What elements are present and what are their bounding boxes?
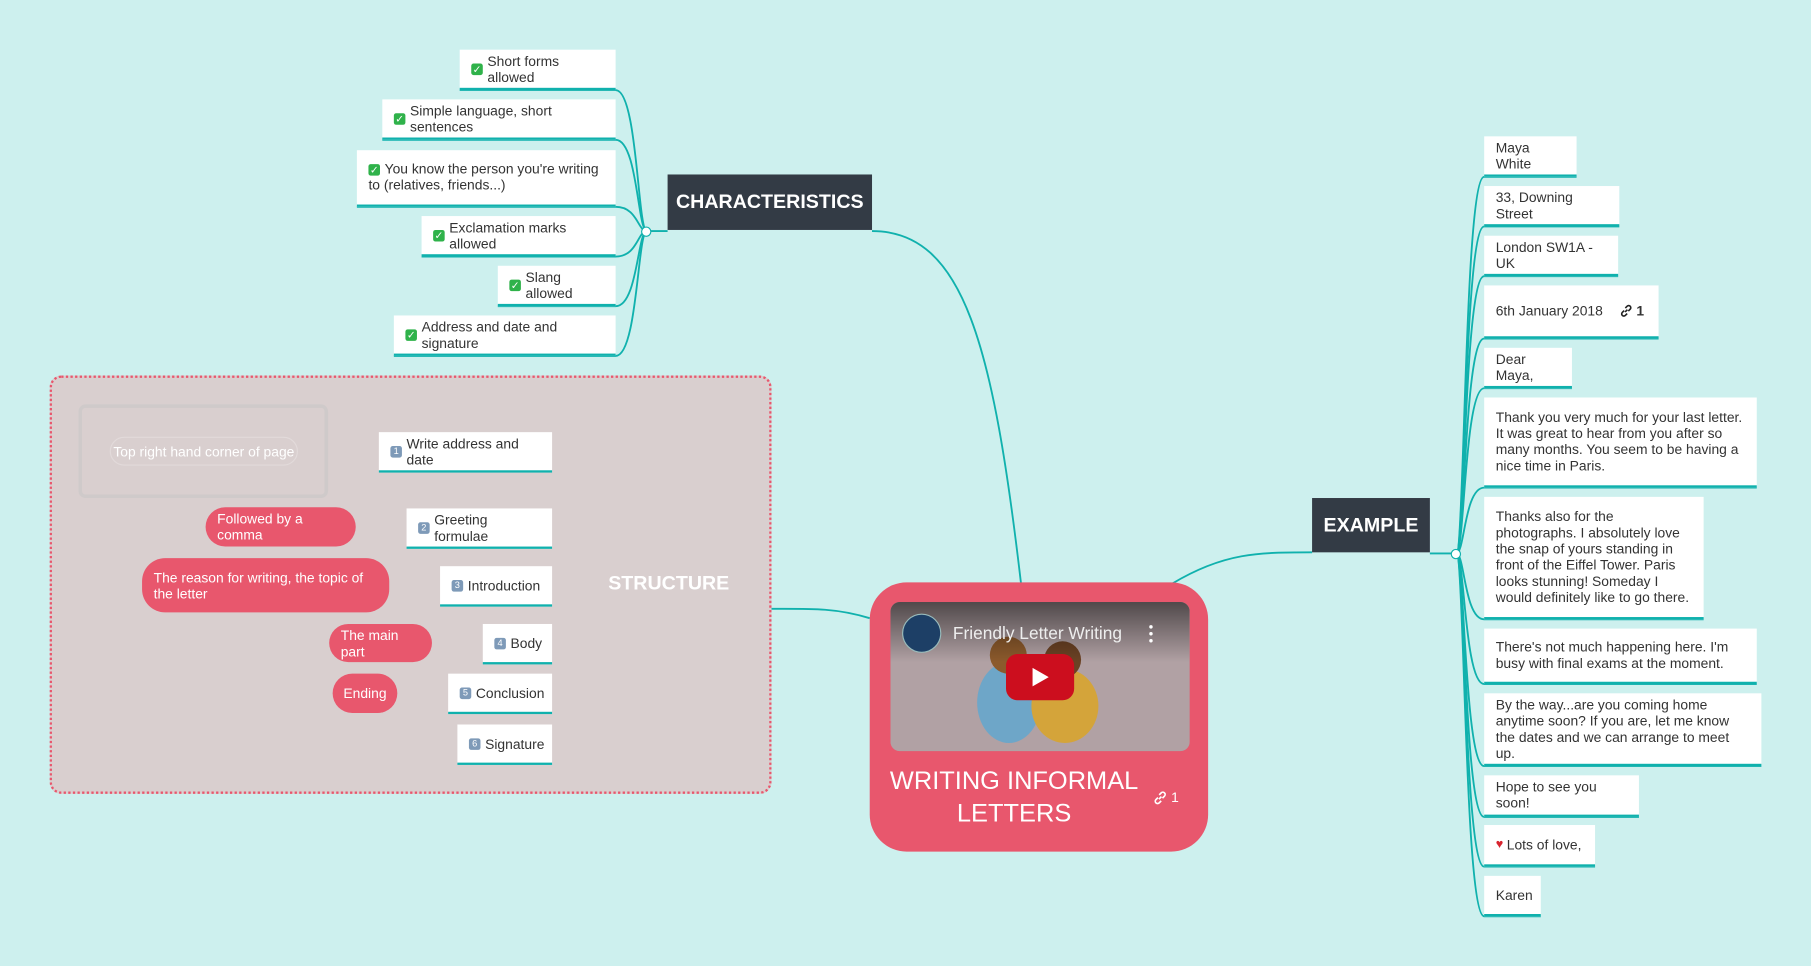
example-paragraph[interactable]: Thank you very much for your last letter… (1484, 397, 1757, 488)
example-label: EXAMPLE (1323, 513, 1419, 536)
address-note-box[interactable] (78, 404, 329, 499)
structure-step-label: Introduction (467, 577, 541, 594)
check-icon: ✓ (471, 62, 483, 75)
example-line-date[interactable]: 6th January 2018 1 (1484, 285, 1659, 339)
number-four-icon: 4 (494, 637, 506, 649)
central-title: WRITING INFORMAL LETTERS (889, 766, 1139, 828)
structure-label: STRUCTURE (608, 571, 730, 594)
check-icon: ✓ (405, 328, 417, 341)
number-six-icon: 6 (468, 737, 481, 750)
number-three-icon: 3 (451, 579, 464, 592)
body-note[interactable]: The main part (329, 623, 432, 663)
video-title[interactable]: Friendly Letter Writing (952, 623, 1123, 644)
number-five-icon: 5 (459, 686, 472, 699)
example-line[interactable]: Maya White (1484, 136, 1577, 177)
check-icon: ✓ (368, 163, 380, 176)
structure-step-4[interactable]: 4 Body (482, 623, 553, 665)
number-one-icon: 1 (390, 445, 402, 458)
link-count: 1 (1171, 789, 1179, 806)
example-line[interactable]: Karen (1484, 875, 1541, 917)
number-two-icon: 2 (418, 521, 430, 534)
introduction-note[interactable]: The reason for writing, the topic of the… (142, 558, 390, 613)
example-line[interactable]: London SW1A - UK (1484, 235, 1619, 277)
structure-step-2[interactable]: 2 Greeting formulae (406, 508, 553, 549)
link-count: 1 (1636, 302, 1645, 319)
structure-topic[interactable]: STRUCTURE (595, 566, 743, 601)
link-icon[interactable]: 1 (1619, 303, 1644, 319)
characteristics-junction[interactable] (641, 226, 652, 237)
example-paragraph[interactable]: By the way...are you coming home anytime… (1484, 693, 1762, 767)
check-icon: ✓ (433, 229, 445, 241)
heart-icon: ♥ (1495, 837, 1504, 852)
link-icon (1154, 790, 1166, 804)
central-link-indicator[interactable]: 1 (1153, 789, 1179, 805)
characteristic-item[interactable]: ✓Short forms allowed (459, 49, 616, 91)
characteristic-item[interactable]: ✓Exclamation marks allowed (421, 216, 616, 257)
example-line[interactable]: 33, Downing Street (1484, 186, 1620, 227)
structure-step-label: Body (510, 634, 543, 652)
central-topic[interactable]: Friendly Letter Writing WRITING INFORMAL… (869, 582, 1209, 852)
structure-step-label: Signature (485, 735, 545, 752)
example-paragraph[interactable]: Thanks also for the photographs. I absol… (1484, 496, 1704, 620)
example-line[interactable]: ♥Lots of love, (1484, 825, 1596, 867)
characteristic-item[interactable]: ✓Address and date and signature (393, 315, 616, 356)
example-line[interactable]: Hope to see you soon! (1484, 775, 1639, 817)
greeting-note[interactable]: Followed by a comma (205, 507, 356, 547)
channel-avatar[interactable] (902, 613, 942, 653)
example-line[interactable]: Dear Maya, (1484, 347, 1572, 389)
characteristic-item[interactable]: ✓You know the person you're writing to (… (356, 150, 616, 207)
example-junction[interactable] (1450, 548, 1462, 560)
example-paragraph[interactable]: There's not much happening here. I'm bus… (1484, 628, 1757, 685)
characteristic-item[interactable]: ✓Slang allowed (497, 265, 616, 307)
video-embed[interactable]: Friendly Letter Writing (890, 602, 1190, 752)
check-icon: ✓ (393, 112, 406, 125)
structure-step-3[interactable]: 3 Introduction (440, 566, 553, 607)
characteristics-topic[interactable]: CHARACTERISTICS (667, 174, 873, 230)
structure-step-1[interactable]: 1 Write address and date (378, 432, 553, 473)
structure-step-5[interactable]: 5 Conclusion (448, 673, 553, 715)
structure-step-label: Write address and date (406, 435, 519, 468)
address-note[interactable]: Top right hand corner of page (109, 436, 298, 466)
example-topic[interactable]: EXAMPLE (1312, 498, 1430, 553)
conclusion-note[interactable]: Ending (332, 673, 398, 713)
check-icon: ✓ (509, 279, 521, 291)
address-note-text: Top right hand corner of page (113, 443, 295, 460)
structure-step-label: Greeting formulae (434, 511, 489, 544)
structure-step-label: Conclusion (475, 684, 545, 701)
characteristics-label: CHARACTERISTICS (675, 190, 864, 213)
play-icon[interactable] (1006, 654, 1075, 701)
structure-step-6[interactable]: 6 Signature (457, 724, 553, 765)
characteristic-item[interactable]: ✓Simple language, short sentences (382, 99, 616, 140)
more-vert-icon[interactable] (1149, 625, 1154, 643)
